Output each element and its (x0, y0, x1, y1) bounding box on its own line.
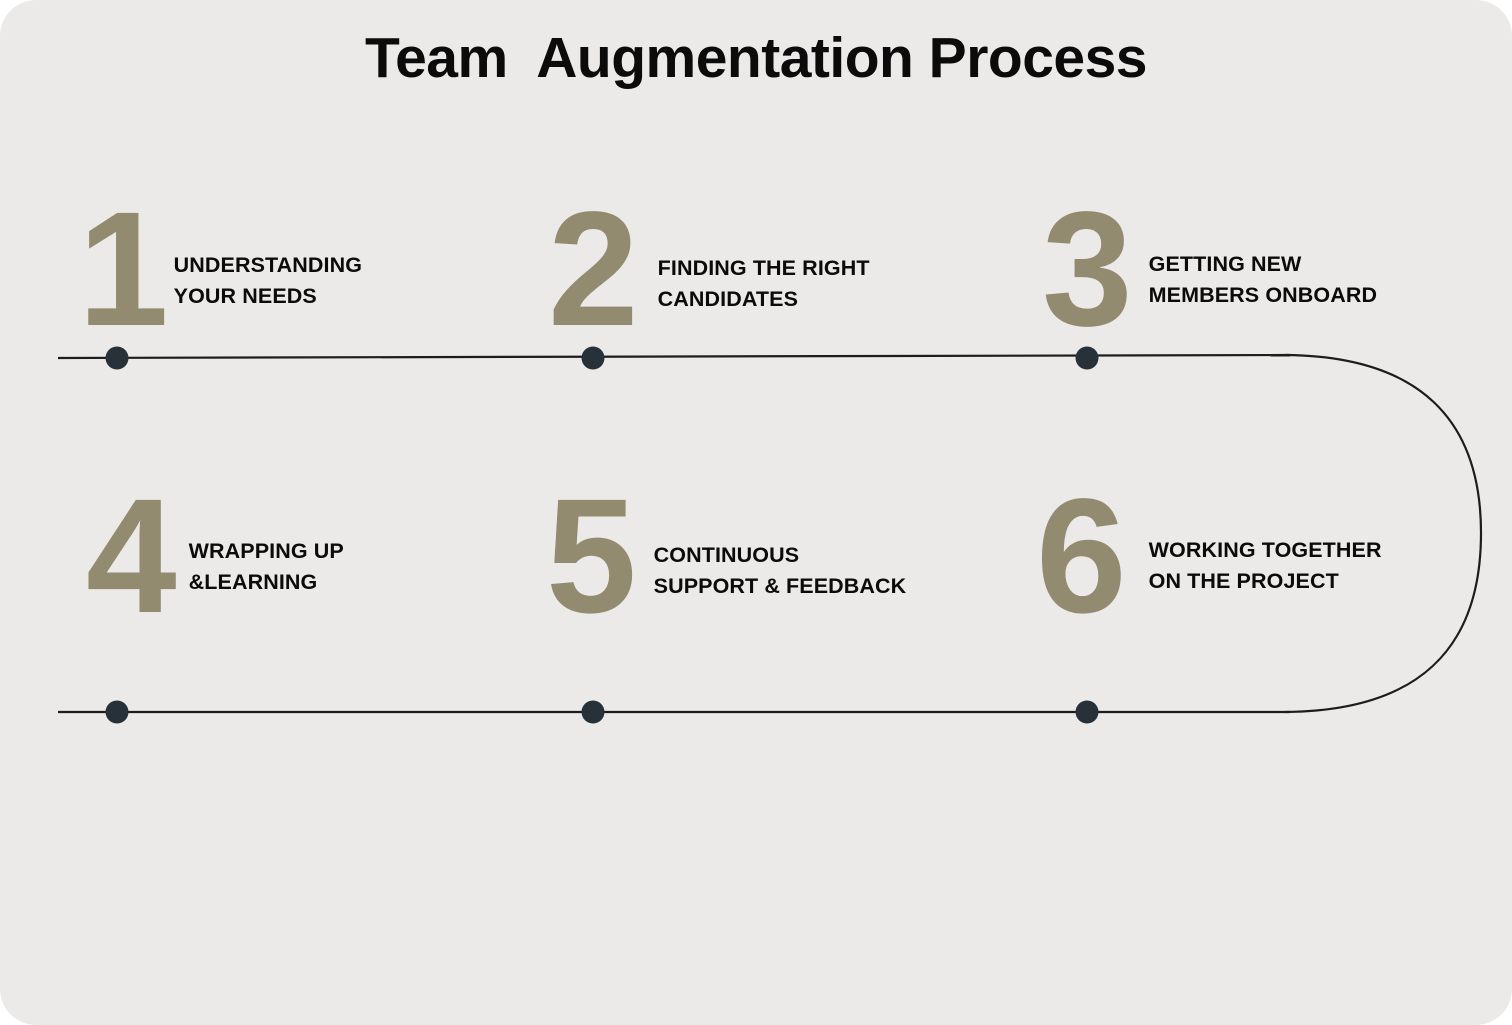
step-label-4: WRAPPING UP &LEARNING (188, 539, 344, 594)
process-step-6[interactable]: 6 WORKING TOGETHER ON THE PROJECT (1036, 464, 1382, 647)
step-label-5: CONTINUOUS SUPPORT & FEEDBACK (653, 543, 907, 598)
process-step-4[interactable]: 4 WRAPPING UP &LEARNING (86, 464, 344, 647)
process-step-3[interactable]: 3 GETTING NEW MEMBERS ONBOARD (1042, 177, 1378, 360)
process-step-2[interactable]: 2 FINDING THE RIGHT CANDIDATES (548, 177, 870, 360)
step-number-6: 6 (1036, 464, 1127, 647)
step-label-2: FINDING THE RIGHT CANDIDATES (657, 256, 870, 311)
step-label-1: UNDERSTANDING YOUR NEEDS (173, 253, 363, 308)
page-title: Team Augmentation Process (364, 26, 1148, 90)
step-number-2: 2 (548, 177, 639, 360)
process-step-5[interactable]: 5 CONTINUOUS SUPPORT & FEEDBACK (546, 464, 907, 647)
process-step-1[interactable]: 1 UNDERSTANDING YOUR NEEDS (78, 177, 363, 360)
step-number-5: 5 (546, 464, 637, 647)
step-number-3: 3 (1042, 177, 1133, 360)
step-label-6: WORKING TOGETHER ON THE PROJECT (1148, 538, 1382, 593)
timeline-node-6[interactable] (1075, 700, 1099, 724)
step-number-4: 4 (86, 464, 177, 647)
timeline-node-4[interactable] (105, 700, 129, 724)
step-label-3: GETTING NEW MEMBERS ONBOARD (1148, 252, 1378, 307)
timeline-node-5[interactable] (581, 700, 605, 724)
step-number-1: 1 (78, 177, 169, 360)
